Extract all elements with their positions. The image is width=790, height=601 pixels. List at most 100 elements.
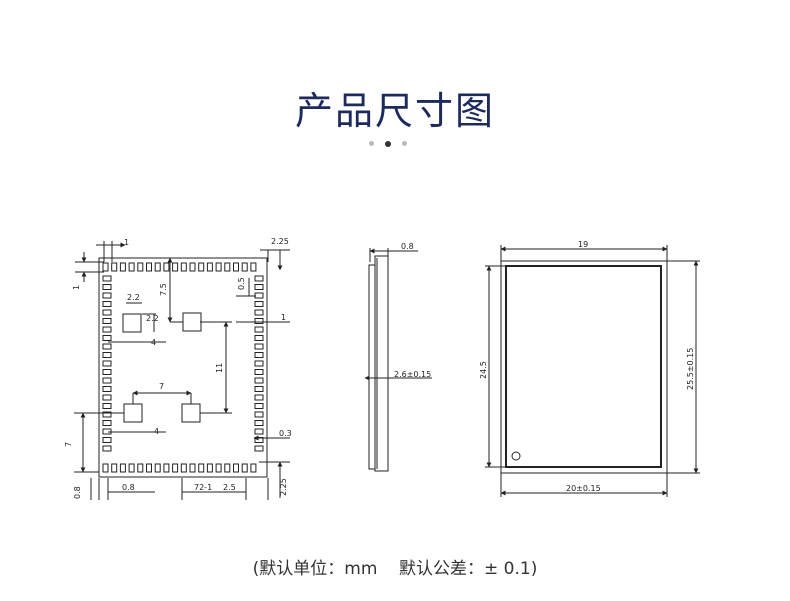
pad-left [102, 377, 112, 384]
pads-right-column [254, 275, 264, 452]
pad-bottom [180, 463, 187, 473]
pad-left [102, 318, 112, 324]
dim-2-2-b: 2.2 [146, 314, 159, 323]
unit-text: (默认单位：mm [252, 559, 378, 579]
dim-1-left: 1 [72, 285, 81, 290]
pad-right [254, 403, 264, 409]
inner-pad-3 [123, 403, 143, 423]
page-title: 产品尺寸图 [294, 89, 495, 133]
pad-right [254, 377, 264, 384]
dim-25-5: 25.5±0.15 [686, 348, 695, 390]
tolerance-text: 默认公差：± 0.1) [399, 559, 538, 579]
pad-bottom [224, 463, 231, 473]
dim-0-8-left: 0.8 [73, 486, 82, 499]
pad-left [102, 420, 112, 426]
side-shield [374, 255, 389, 472]
pad-bottom [163, 463, 170, 473]
pad-right [254, 360, 264, 367]
pin1-marker [511, 451, 521, 461]
dim-2-25-top: 2.25 [271, 237, 289, 246]
pad-left [102, 284, 112, 290]
pad-right [254, 445, 264, 452]
pad-right [254, 284, 264, 290]
dim-11: 11 [215, 363, 224, 373]
pad-bottom [172, 463, 179, 473]
pad-right [254, 292, 264, 299]
pad-bottom [146, 463, 152, 473]
pad-left [102, 292, 112, 299]
pad-right [254, 275, 264, 282]
pad-top [102, 262, 109, 272]
pad-top [233, 262, 239, 272]
dim-20: 20±0.15 [566, 484, 601, 493]
dot-right [402, 141, 407, 146]
pad-left [102, 343, 112, 350]
pad-right [254, 301, 264, 307]
dim-2-2-a: 2.2 [127, 293, 140, 302]
pad-top [224, 262, 231, 272]
pad-right [254, 420, 264, 426]
dim-7-top: 7 [159, 382, 164, 391]
pads-top-row [102, 262, 257, 272]
dim-side-0-8: 0.8 [401, 242, 414, 251]
pad-top [146, 262, 152, 272]
pad-top [172, 262, 179, 272]
dim-24-5: 24.5 [479, 361, 488, 379]
pad-left [102, 360, 112, 367]
dim-4-b: 4 [154, 427, 159, 436]
unit-note: (默认单位：mm 默认公差：± 0.1) [0, 554, 790, 579]
dim-0-5: 0.5 [237, 277, 246, 290]
pads-bottom-row [102, 463, 257, 473]
pad-right [254, 343, 264, 350]
pad-top [206, 262, 213, 272]
side-view [364, 248, 432, 472]
pad-top [241, 262, 248, 272]
pad-bottom [241, 463, 248, 473]
pad-bottom [102, 463, 109, 473]
pad-left [102, 352, 112, 358]
pad-left [102, 309, 112, 316]
pad-left [102, 301, 112, 307]
pad-bottom [206, 463, 213, 473]
pad-left [102, 275, 112, 282]
pad-right [254, 394, 264, 401]
pad-top [163, 262, 170, 272]
pad-left [102, 445, 112, 452]
dim-2-25-bottom: 2.25 [279, 478, 288, 496]
pad-top [180, 262, 187, 272]
pad-top [154, 262, 161, 272]
pad-left [102, 437, 112, 443]
pad-left [102, 394, 112, 401]
dim-72-1: 72-1 [194, 483, 212, 492]
pad-right [254, 386, 264, 392]
pad-right [254, 309, 264, 316]
dim-side-2-6: 2.6±0.15 [394, 370, 431, 379]
inner-pad-2 [182, 312, 202, 332]
pad-bottom [128, 463, 135, 473]
pad-right [254, 318, 264, 324]
side-board [368, 264, 376, 470]
pad-right [254, 428, 264, 435]
pad-right [254, 369, 264, 375]
dim-1-right: 1 [281, 313, 286, 322]
dim-19: 19 [578, 240, 588, 249]
top-view-labels: 1 2.25 1 2.2 2.2 7.5 0.5 1 4 11 7 4 7 0.… [64, 237, 292, 499]
inner-pad-1 [122, 313, 142, 333]
pad-bottom [154, 463, 161, 473]
dim-0-3: 0.3 [279, 429, 292, 438]
pad-top [215, 262, 222, 272]
top-view [74, 241, 290, 500]
dim-7-5: 7.5 [159, 283, 168, 296]
pad-top [111, 262, 118, 272]
pad-right [254, 352, 264, 358]
pad-right [254, 326, 264, 333]
shield-view [485, 245, 700, 497]
pad-bottom [215, 463, 222, 473]
pad-right [254, 335, 264, 341]
pad-top [128, 262, 135, 272]
pad-right [254, 411, 264, 418]
pad-bottom [119, 463, 126, 473]
module-outline [98, 257, 268, 478]
pad-bottom [233, 463, 239, 473]
